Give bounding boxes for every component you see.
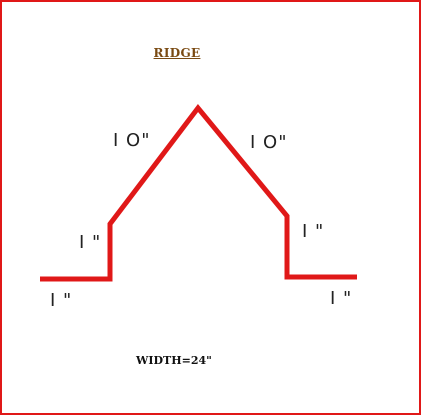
right-slope-label: I O" xyxy=(250,132,288,153)
right-riser-label: I " xyxy=(302,221,325,242)
ridge-title: RIDGE xyxy=(153,46,201,60)
width-label: WIDTH=24" xyxy=(136,354,212,367)
left-flange-label: I " xyxy=(50,290,73,311)
left-slope-label: I O" xyxy=(113,130,151,151)
right-flange-label: I " xyxy=(330,288,353,309)
left-riser-label: I " xyxy=(79,232,102,253)
ridge-profile-line xyxy=(40,103,357,282)
